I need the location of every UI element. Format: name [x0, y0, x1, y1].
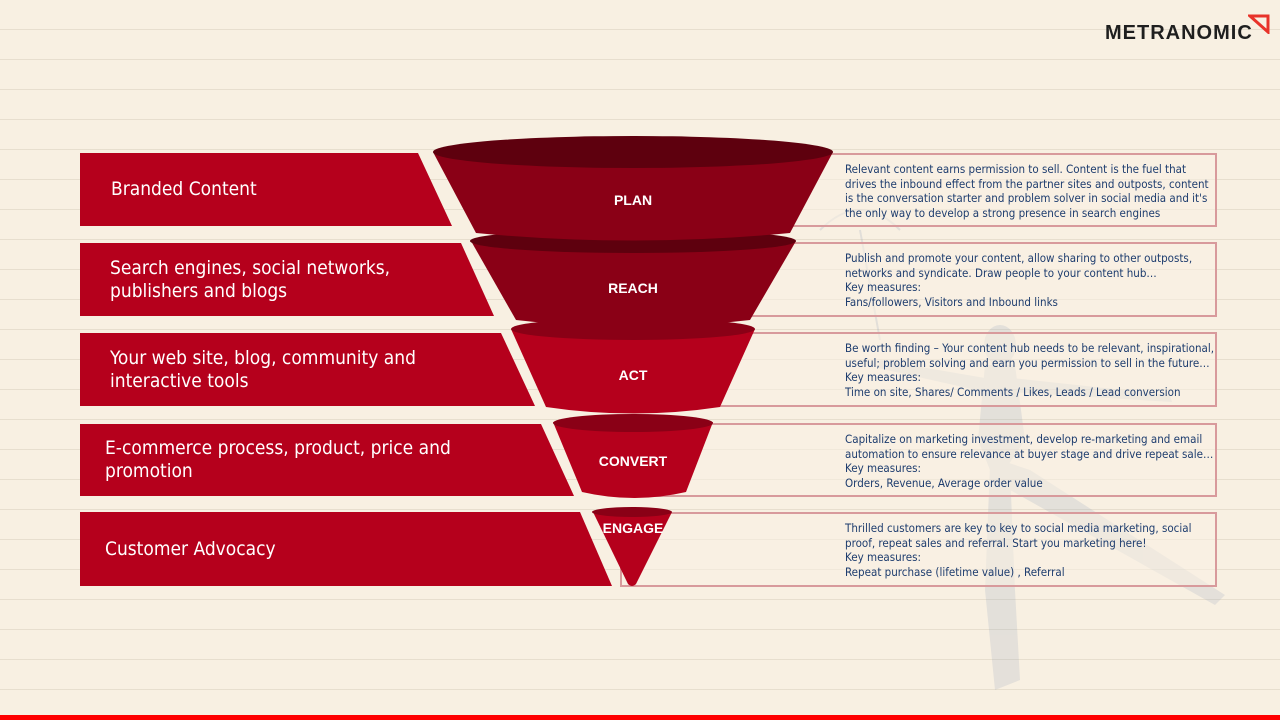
- stage-description-box-engage: Thrilled customers are key to key to soc…: [620, 512, 1217, 587]
- key-measures-value: Time on site, Shares/ Comments / Likes, …: [845, 384, 1181, 399]
- channel-label: Search engines, social networks, publish…: [110, 256, 391, 302]
- key-measures-value: Orders, Revenue, Average order value: [845, 475, 1043, 490]
- stage-description-text: Publish and promote your content, allow …: [845, 251, 1215, 309]
- description-text: Capitalize on marketing investment, deve…: [845, 432, 1214, 461]
- channel-bar-ecommerce: E-commerce process, product, price and p…: [80, 424, 530, 496]
- key-measures-label: Key measures:: [845, 550, 921, 564]
- funnel-segment-reach: [470, 229, 796, 327]
- channel-label: Customer Advocacy: [105, 537, 276, 560]
- stage-description-text: Be worth finding – Your content hub need…: [845, 341, 1215, 399]
- channel-label: E-commerce process, product, price and p…: [105, 437, 451, 482]
- channel-bar-branded-content: Branded Content: [80, 153, 410, 226]
- stage-description-text: Capitalize on marketing investment, deve…: [845, 432, 1215, 490]
- footer-accent-bar: [0, 715, 1280, 720]
- channel-bar-customer-advocacy: Customer Advocacy: [80, 512, 560, 586]
- description-text: Thrilled customers are key to key to soc…: [845, 521, 1192, 550]
- channel-label: Your web site, blog, community and inter…: [110, 346, 416, 392]
- funnel-label-convert: CONVERT: [598, 453, 668, 469]
- description-text: Relevant content earns permission to sel…: [845, 162, 1209, 220]
- channel-bar-web-site: Your web site, blog, community and inter…: [80, 333, 490, 406]
- description-text: Publish and promote your content, allow …: [845, 251, 1193, 280]
- key-measures-label: Key measures:: [845, 280, 921, 294]
- funnel-segment-convert: [553, 414, 713, 498]
- funnel-label-engage: ENGAGE: [602, 520, 664, 536]
- key-measures-value: Repeat purchase (lifetime value) , Refer…: [845, 564, 1065, 579]
- stage-description-box-convert: Capitalize on marketing investment, deve…: [620, 423, 1217, 497]
- stage-description-text: Relevant content earns permission to sel…: [845, 162, 1215, 220]
- description-text: Be worth finding – Your content hub need…: [845, 341, 1215, 370]
- key-measures-label: Key measures:: [845, 370, 921, 384]
- key-measures-label: Key measures:: [845, 461, 921, 475]
- funnel-label-reach: REACH: [608, 280, 658, 296]
- key-measures-value: Fans/followers, Visitors and Inbound lin…: [845, 294, 1058, 309]
- channel-bar-search-engines: Search engines, social networks, publish…: [80, 243, 450, 316]
- logo-triangle-icon: [1248, 14, 1270, 34]
- funnel-label-plan: PLAN: [613, 192, 653, 208]
- channel-label: Branded Content: [111, 178, 257, 200]
- funnel-segment-act: [511, 318, 755, 414]
- metranomic-logo: METRANOMIC: [1105, 22, 1253, 44]
- funnel-segment-plan: [433, 136, 833, 241]
- funnel-segment-engage: [592, 507, 672, 586]
- funnel-label-act: ACT: [618, 367, 648, 383]
- stage-description-text: Thrilled customers are key to key to soc…: [845, 521, 1215, 579]
